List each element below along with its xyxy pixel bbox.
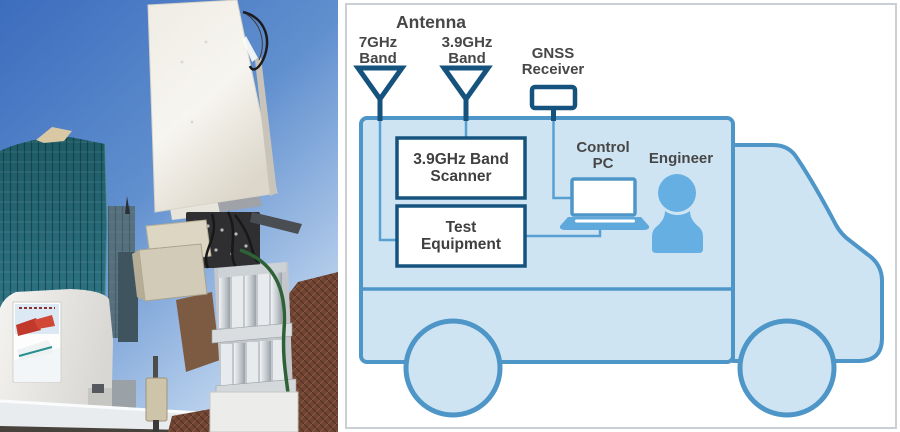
- label-control-line2: PC: [592, 155, 614, 172]
- panel-antenna: [147, 0, 278, 213]
- label-test-line2: Equipment: [420, 236, 502, 253]
- beige-equipment-box-lower: [138, 243, 208, 302]
- label-control-pc: Control PC: [576, 140, 629, 172]
- photo-canvas: [0, 0, 338, 432]
- engineer-icon: [652, 174, 703, 253]
- label-engineer: Engineer: [648, 150, 714, 167]
- antenna-heading: Antenna: [396, 12, 466, 32]
- rooftop-antenna-photo: [0, 0, 338, 432]
- antenna-icon-7ghz: [353, 65, 407, 121]
- tarp: [176, 292, 220, 372]
- antenna-mount-equipment: [132, 190, 302, 432]
- label-7ghz-band: 7GHz Band: [359, 35, 397, 67]
- label-scanner: 3.9GHz Band Scanner: [397, 138, 525, 198]
- train-billboard: [12, 301, 62, 383]
- label-scanner-line1: 3.9GHz Band: [413, 151, 509, 168]
- green-cable: [239, 248, 291, 403]
- label-7ghz-line1: 7GHz: [358, 34, 398, 51]
- test-equipment-box: [395, 204, 527, 268]
- diagram-canvas: [353, 65, 884, 418]
- insulator-column: [211, 262, 297, 401]
- label-scanner-line2: Scanner: [430, 168, 492, 185]
- sun-glint: [243, 36, 258, 62]
- label-gnss-receiver: GNSS Receiver: [522, 46, 585, 78]
- red-train: [16, 318, 41, 336]
- label-39ghz-line2: Band: [448, 50, 486, 67]
- spire: [125, 196, 130, 214]
- connector-7ghz-to-test-equipment: [378, 121, 397, 242]
- column-flange: [211, 322, 293, 344]
- tower-crown: [36, 127, 72, 143]
- panel-cable: [242, 10, 269, 71]
- label-39ghz-band: 3.9GHz Band: [442, 35, 493, 67]
- gnss-receiver-icon: [529, 84, 578, 121]
- antenna-icon-39ghz: [439, 65, 493, 121]
- laptop-icon: [559, 177, 650, 230]
- measurement-van-diagram: Antenna 7GHz Band 3.9GHz Band GNSS Recei…: [345, 3, 897, 429]
- label-39ghz-line1: 3.9GHz: [441, 34, 493, 51]
- label-gnss-line2: Receiver: [521, 61, 585, 78]
- scanner-box: [395, 136, 527, 200]
- base-cabinet: [209, 391, 299, 432]
- truck-cab: [731, 143, 884, 363]
- label-test-equipment: Test Equipment: [397, 206, 525, 266]
- rear-wheel: [403, 318, 503, 418]
- distant-buildings-mid: [108, 196, 138, 342]
- connector-test-equipment-to-pc: [525, 228, 602, 238]
- control-box: [145, 377, 168, 422]
- panel-side-face: [255, 57, 277, 196]
- label-7ghz-line2: Band: [359, 50, 397, 67]
- connector-gnss-to-pc: [552, 119, 572, 200]
- label-test-line1: Test: [445, 219, 477, 236]
- front-wheel: [737, 318, 837, 418]
- connector-lines: [378, 119, 602, 242]
- black-cables: [204, 211, 259, 271]
- label-gnss-line1: GNSS: [531, 45, 575, 62]
- label-control-line1: Control: [576, 139, 630, 156]
